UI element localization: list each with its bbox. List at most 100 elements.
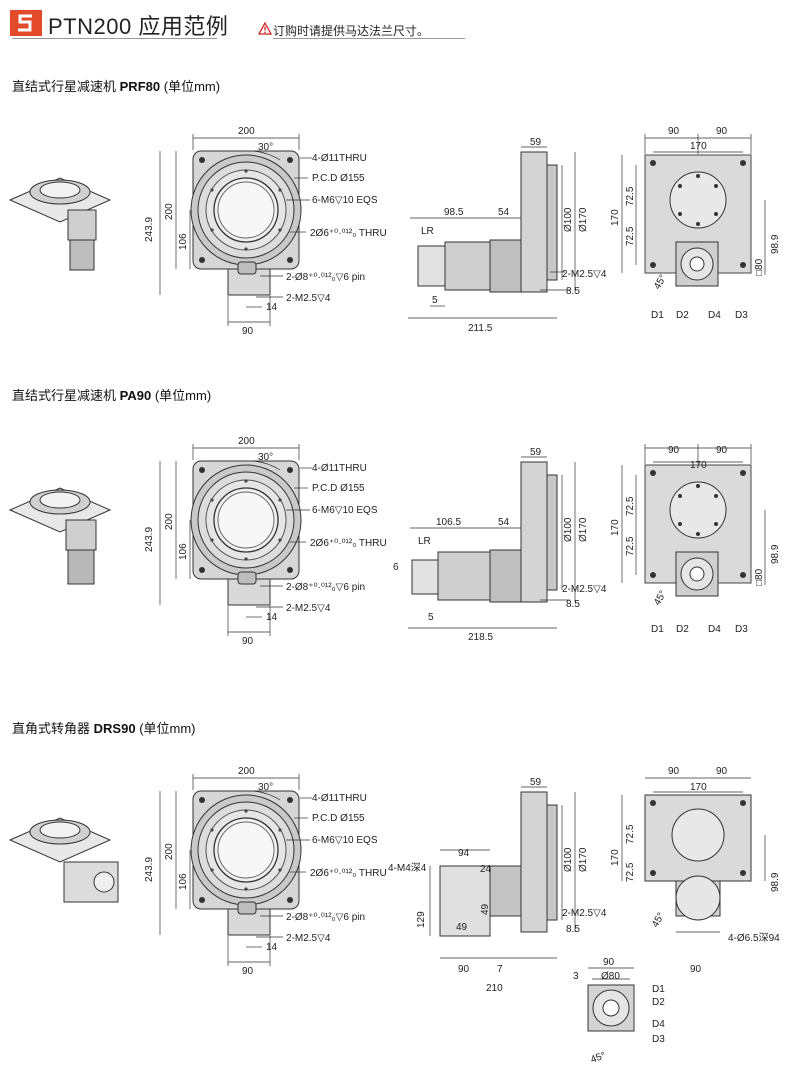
pa90-width: 200 xyxy=(238,436,255,447)
pa90-label-d3: D3 xyxy=(735,624,748,635)
drs90-h49b: 49 xyxy=(456,922,468,933)
drs90-rear-h725b: 72.5 xyxy=(625,862,636,882)
drs90-rear-ang45: 45° xyxy=(650,911,667,930)
drs90-detail-ang45: 45° xyxy=(589,1050,607,1066)
drs90-detail-w90: 90 xyxy=(603,957,615,968)
prf80-tap: 2-M2.5▽4 xyxy=(562,269,607,280)
pa90-side-view xyxy=(408,456,576,629)
title-underline xyxy=(12,38,217,39)
prf80-rear-h989: 98.9 xyxy=(770,234,781,254)
drs90-callout-2: P.C.D Ø155 xyxy=(312,813,365,824)
prf80-label-d3: D3 xyxy=(735,310,748,321)
drs90-total: 210 xyxy=(486,983,503,994)
drs90-callout-4: 2Ø6⁺⁰·⁰¹²₀ THRU xyxy=(310,868,387,879)
prf80-callout-5: 2-Ø8⁺⁰·⁰¹²₀▽6 pin xyxy=(286,272,365,283)
prf80-rear-motor-flange xyxy=(675,241,719,287)
prf80-height-total: 243.9 xyxy=(144,217,155,242)
pa90-lr: LR xyxy=(418,536,431,547)
pa90-rear-motor-flange xyxy=(675,551,719,597)
brand-logo-icon xyxy=(10,10,42,36)
pa90-label-d1: D1 xyxy=(651,624,664,635)
pa90-side-top-width: 59 xyxy=(530,447,542,458)
drs90-rear-view xyxy=(621,777,766,933)
drs90-detail-three: 3 xyxy=(573,971,579,982)
pa90-rear-h170: 170 xyxy=(610,519,621,536)
prf80-offset: 106 xyxy=(178,233,189,250)
prf80-height: 200 xyxy=(164,203,175,220)
drs90-product-sketch xyxy=(8,817,119,903)
prf80-rear-h725a: 72.5 xyxy=(625,186,636,206)
drs90-height: 200 xyxy=(164,843,175,860)
pa90-callout-3: 6-M6▽10 EQS xyxy=(312,505,378,516)
pa90-label-d2: D2 xyxy=(676,624,689,635)
drs90-callout-6: 2-M2.5▽4 xyxy=(286,933,331,944)
drs90-tap-m4: 4-M4深4 xyxy=(388,862,427,874)
prf80-rear-w90b: 90 xyxy=(716,126,728,137)
prf80-d100: Ø100 xyxy=(563,207,574,232)
pa90-rear-h725a: 72.5 xyxy=(625,496,636,516)
drs90-pin-offset: 14 xyxy=(266,942,278,953)
prf80-rear-ang45: 45° xyxy=(652,273,669,292)
drs90-detail-d80: Ø80 xyxy=(601,971,620,982)
page-title: PTN200 应用范例 xyxy=(48,14,229,39)
prf80-d170: Ø170 xyxy=(578,207,589,232)
pa90-callout-1: 4-Ø11THRU xyxy=(312,463,367,474)
pa90-rear-w170: 170 xyxy=(690,460,707,471)
drs90-rear-w170: 170 xyxy=(690,782,707,793)
drs90-w7: 7 xyxy=(497,964,503,975)
pa90-rear-ang45: 45° xyxy=(652,589,669,608)
section-title-pa90: 直结式行星减速机 PA90 (单位mm) xyxy=(12,388,212,403)
prf80-flange: 54 xyxy=(498,207,510,218)
pa90-d170: Ø170 xyxy=(578,517,589,542)
drs90-width: 200 xyxy=(238,766,255,777)
pa90-rear-w90a: 90 xyxy=(668,445,680,456)
prf80-label-d4: D4 xyxy=(708,310,721,321)
drs90-rear-bottom-width: 90 xyxy=(690,964,702,975)
drs90-offset: 106 xyxy=(178,873,189,890)
prf80-width: 200 xyxy=(238,126,255,137)
pa90-t85: 8.5 xyxy=(566,599,580,610)
pa90-height-total: 243.9 xyxy=(144,527,155,552)
drs90-callout-3: 6-M6▽10 EQS xyxy=(312,835,378,846)
drs90-rear-w90a: 90 xyxy=(668,766,680,777)
pa90-d100: Ø100 xyxy=(563,517,574,542)
pa90-callout-4: 2Ø6⁺⁰·⁰¹²₀ THRU xyxy=(310,538,387,549)
pa90-angle: 30° xyxy=(258,452,273,463)
prf80-lr: LR xyxy=(421,226,434,237)
prf80-side-view xyxy=(408,146,576,319)
pa90-bottom-width: 90 xyxy=(242,636,254,647)
pa90-five: 5 xyxy=(428,612,434,623)
drs90-side-top-width: 59 xyxy=(530,777,542,788)
pa90-pin-offset: 14 xyxy=(266,612,278,623)
notice-underline xyxy=(273,38,465,39)
prf80-motor-length: 98.5 xyxy=(444,207,464,218)
prf80-callout-6: 2-M2.5▽4 xyxy=(286,293,331,304)
prf80-side-top-width: 59 xyxy=(530,137,542,148)
prf80-label-d2: D2 xyxy=(676,310,689,321)
drs90-w24: 24 xyxy=(480,864,492,875)
prf80-rear-sq80: □80 xyxy=(754,258,765,276)
drs90-h129: 129 xyxy=(416,911,427,928)
pa90-label-d4: D4 xyxy=(708,624,721,635)
prf80-product-sketch xyxy=(8,177,112,271)
section-title-prf80: 直结式行星减速机 PRF80 (单位mm) xyxy=(12,79,221,94)
drs90-w90: 90 xyxy=(458,964,470,975)
warning-icon xyxy=(258,22,272,35)
pa90-offset: 106 xyxy=(178,543,189,560)
pa90-motor-length: 106.5 xyxy=(436,517,461,528)
prf80-bottom-width: 90 xyxy=(242,326,254,337)
pa90-callout-5: 2-Ø8⁺⁰·⁰¹²₀▽6 pin xyxy=(286,582,365,593)
drs90-w94: 94 xyxy=(458,848,470,859)
prf80-rear-w170: 170 xyxy=(690,141,707,152)
drs90-flange-detail xyxy=(587,967,635,1032)
drs90-side-view xyxy=(429,786,576,959)
drs90-angle: 30° xyxy=(258,782,273,793)
prf80-label-d1: D1 xyxy=(651,310,664,321)
drs90-height-total: 243.9 xyxy=(144,857,155,882)
drs90-bottom-width: 90 xyxy=(242,966,254,977)
prf80-rear-h170: 170 xyxy=(610,209,621,226)
drs90-rear-w90b: 90 xyxy=(716,766,728,777)
drs90-d100: Ø100 xyxy=(563,847,574,872)
drs90-detail-d3: D3 xyxy=(652,1034,665,1045)
